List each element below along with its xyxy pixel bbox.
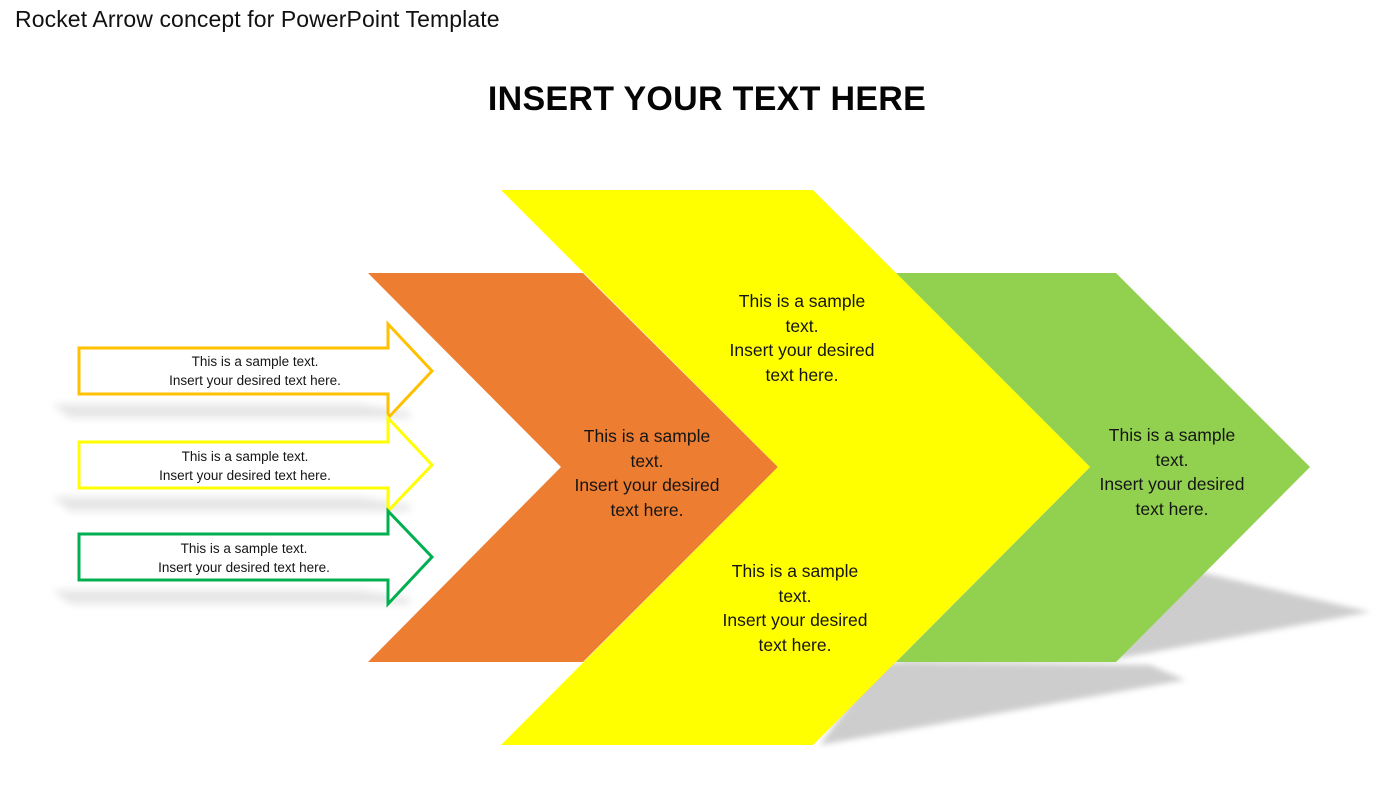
green-chevron-text: This is a sample text. Insert your desir… [1082, 423, 1262, 521]
small-arrow-yellow [77, 414, 435, 515]
small-arrow-3-line1: This is a sample text. [180, 541, 308, 556]
orange-text-line3: Insert your desired [574, 475, 720, 495]
orange-text-line2: text. [630, 450, 664, 471]
small-arrow-2-line2: Insert your desired text here. [159, 468, 331, 483]
yellow-top-text-line3: Insert your desired [729, 340, 875, 360]
small-arrow-text-3: This is a sample text. Insert your desir… [119, 539, 369, 577]
yellow-top-text-line2: text. [785, 315, 819, 336]
small-arrow-3-line2: Insert your desired text here. [158, 560, 330, 575]
orange-text-line1: This is a sample [583, 426, 711, 446]
green-text-line2: text. [1155, 449, 1189, 470]
green-text-line4: text here. [1135, 498, 1209, 519]
small-arrow-1-line1: This is a sample text. [191, 354, 319, 369]
small-arrow-amber [77, 320, 435, 422]
small-arrow-text-1: This is a sample text. Insert your desir… [130, 352, 380, 390]
yellow-bottom-text-line1: This is a sample [731, 561, 859, 581]
orange-text-line4: text here. [610, 499, 684, 520]
small-arrow-1-line2: Insert your desired text here. [169, 373, 341, 388]
orange-chevron-text: This is a sample text. Insert your desir… [557, 424, 737, 522]
yellow-bottom-text-line4: text here. [758, 634, 832, 655]
yellow-bottom-text-line2: text. [778, 585, 812, 606]
yellow-top-text: This is a sample text. Insert your desir… [712, 289, 892, 387]
yellow-bottom-text-line3: Insert your desired [722, 610, 868, 630]
slide-heading: INSERT YOUR TEXT HERE [487, 80, 927, 118]
orange-chevron [368, 273, 778, 662]
green-text-line3: Insert your desired [1099, 474, 1245, 494]
small-arrow-shadows [52, 404, 410, 604]
yellow-top-text-line1: This is a sample [738, 291, 866, 311]
page-title: Rocket Arrow concept for PowerPoint Temp… [15, 6, 500, 32]
yellow-top-text-line4: text here. [765, 364, 839, 385]
small-arrow-2-line1: This is a sample text. [181, 449, 309, 464]
yellow-chevron [501, 190, 1090, 745]
small-arrow-green [77, 507, 435, 608]
green-chevron [896, 273, 1310, 662]
yellow-bottom-text: This is a sample text. Insert your desir… [705, 559, 885, 657]
green-text-line1: This is a sample [1108, 425, 1236, 445]
small-arrow-text-2: This is a sample text. Insert your desir… [120, 447, 370, 485]
